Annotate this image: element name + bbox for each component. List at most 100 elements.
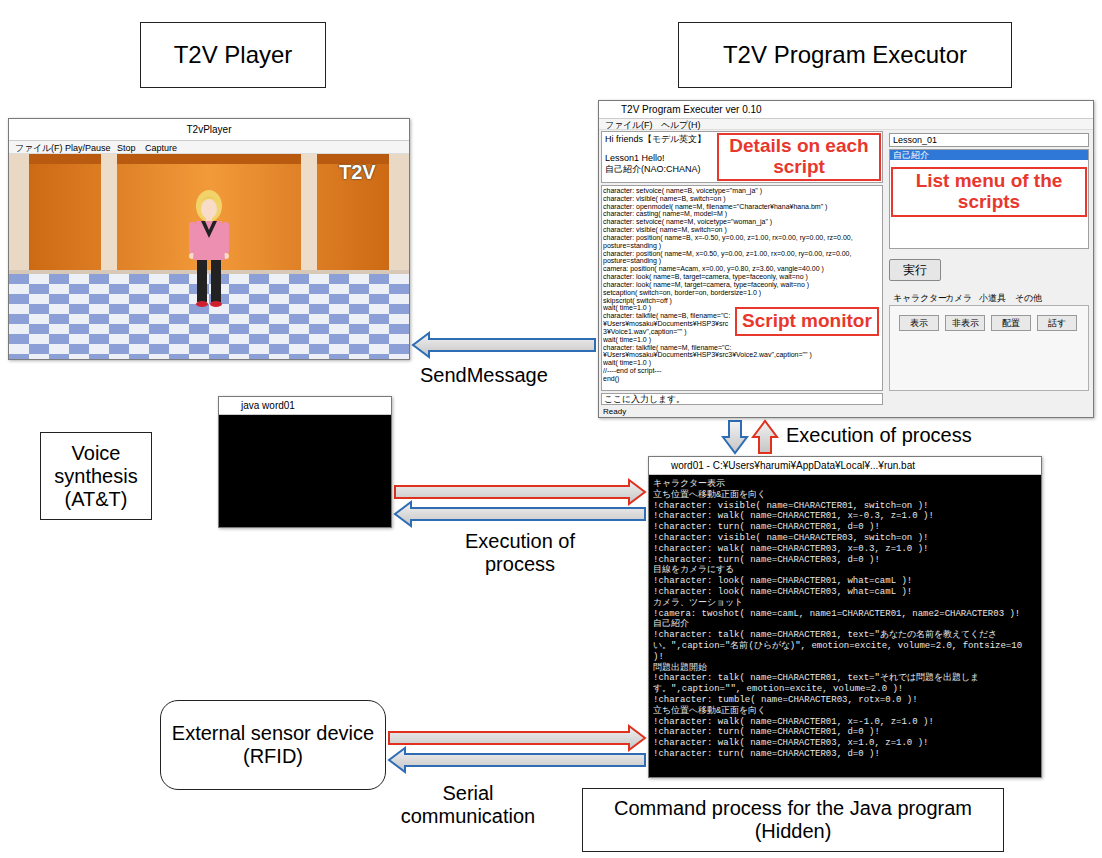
console-window: java word01 [218, 396, 392, 528]
character-fringe [200, 197, 219, 202]
ui-text: 配置 [991, 315, 1031, 331]
ui-text: ヘルプ(H) [661, 120, 701, 130]
device-box: External sensor device (RFID) [160, 700, 386, 790]
ui-text: Stop [117, 143, 136, 153]
script-line: !character: walk( name=CHARACTER01, x=-1… [653, 717, 1037, 728]
script-line: setcaption( switch=on, border=on, border… [603, 289, 881, 297]
script-line: character: setvoice( name=M, voicetype="… [603, 218, 881, 226]
script-line: character: casting( name=M, model=M ) [603, 210, 881, 218]
script-line: !camera: twoshot( name=camL, name1=CHARA… [653, 609, 1037, 620]
script-line: character: setvoice( name=B, voicetype="… [603, 187, 881, 195]
pillar [9, 154, 29, 274]
player-window: T2vPlayerファイル(F)Play/PauseStopCaptureT2V [8, 118, 410, 360]
script-line: !character: walk( name=CHARACTER01, x=-0… [653, 511, 1037, 522]
character-leg [197, 260, 207, 302]
character-collar [201, 221, 217, 238]
text-area: キャラクター表示立ち位置へ移動&正面を向く!character: visible… [653, 479, 1037, 775]
player-scene [9, 154, 409, 359]
ui-text: Lesson_01 [889, 133, 1089, 147]
script-line: skipscript( switch=off ) [603, 297, 881, 305]
script-line: キャラクター表示 [653, 479, 1037, 490]
edge-label: SendMessage [420, 364, 548, 387]
script-line: character: visible( name=M, switch=on ) [603, 226, 881, 234]
title-box: T2V Player [140, 22, 326, 88]
script-line: character: look( name=M, target=camera, … [603, 281, 881, 289]
script-line: character: position( name=B, x=-0.50, y=… [603, 234, 881, 250]
script-line: //----end of script--- [603, 367, 881, 375]
script-line: 目線をカメラにする [653, 565, 1037, 576]
ui-text: Hi friends【モデル英文】 [605, 134, 706, 144]
ui-text: 自己紹介(NAO:CHANA) [605, 164, 701, 174]
script-line: 自己紹介 [653, 619, 1037, 630]
character-face [201, 199, 217, 219]
ui-text: 非表示 [945, 315, 985, 331]
script-line: camera: position( name=Acam, x=0.00, y=0… [603, 265, 881, 273]
ui-text: T2V [339, 161, 376, 184]
script-line: 立ち位置へ移動&正面を向く [653, 490, 1037, 501]
script-line: character: visible( name=B, switch=on ) [603, 195, 881, 203]
character-hair [196, 190, 222, 222]
ui-text: キャラクター [893, 293, 947, 303]
block-arrow [395, 502, 645, 526]
pillar [301, 154, 317, 274]
script-line: end() [603, 375, 881, 383]
block-arrow [723, 421, 747, 453]
baseboard [9, 270, 409, 274]
node-text: T2V Player [174, 41, 293, 69]
script-line: !character: look( name=CHARACTER01, what… [653, 576, 1037, 587]
script-line: カメラ、ツーショット [653, 598, 1037, 609]
ui-text: カメラ [945, 293, 972, 303]
ui-text: 話す [1037, 315, 1077, 331]
script-line: !character: visible( name=CHARACTER03, s… [653, 533, 1037, 544]
ui-text: ここに入力します。 [604, 394, 874, 404]
script-line: !character: talk( name=CHARACTER01, text… [653, 673, 1037, 695]
script-line: wait( time=1.0 ) [603, 359, 881, 367]
edge-label: Execution of process [452, 530, 588, 576]
script-line: 問題出題開始 [653, 663, 1037, 674]
annotation-box: Script monitor [735, 307, 879, 336]
node-text: List menu of the scripts [898, 171, 1080, 213]
text-area: character: setvoice( name=B, voicetype="… [603, 187, 881, 389]
script-line: character: look( name=B, target=camera, … [603, 273, 881, 281]
script-line: !character: tumble( name=CHARACTER03, ro… [653, 695, 1037, 706]
script-line: !character: visible( name=CHARACTER01, s… [653, 501, 1037, 512]
block-arrow [395, 480, 645, 504]
ui-text: ファイル(F) [605, 120, 653, 130]
terminal-window: キャラクター表示立ち位置へ移動&正面を向く!character: visible… [648, 456, 1042, 778]
character-leg [211, 260, 221, 302]
character-shoe [196, 301, 208, 307]
title-box: T2V Program Executor [678, 22, 1012, 88]
ui-text: word01 - C:¥Users¥harumi¥AppData¥Local¥.… [671, 460, 1031, 472]
script-line: character: talkfile( name=M, filename="C… [603, 344, 881, 360]
block-arrow [753, 421, 777, 453]
ui-text: Play/Pause [65, 143, 111, 153]
ui-text: T2V Program Executer ver 0.10 [621, 104, 921, 116]
pillar [389, 154, 409, 274]
script-line: !character: walk( name=CHARACTER03, x=1.… [653, 738, 1037, 749]
process-box: Command process for the Java program (Hi… [582, 788, 1004, 852]
script-line: wait( time=1.0 ) [603, 336, 881, 344]
script-line: 立ち位置へ移動&正面を向く [653, 706, 1037, 717]
character-jacket [193, 221, 225, 260]
edge-label: Serial communication [400, 782, 536, 828]
annotation-box: Details on each script [717, 133, 881, 181]
node-text: Voice synthesis (AT&T) [49, 442, 143, 511]
node-text: External sensor device (RFID) [169, 722, 377, 768]
script-line: character: openmodel( name=M, filename="… [603, 203, 881, 211]
script-line: !character: turn( name=CHARACTER01, d=0 … [653, 727, 1037, 738]
annotation-box: List menu of the scripts [891, 167, 1087, 217]
node-text: Details on each script [724, 136, 874, 178]
node-text: 実行 [903, 262, 927, 279]
character-shoe [210, 301, 222, 307]
script-line: !character: turn( name=CHARACTER03, d=0 … [653, 749, 1037, 760]
ui-text: 表示 [899, 315, 939, 331]
back-wall [9, 154, 409, 274]
node-text: Command process for the Java program (Hi… [591, 797, 995, 843]
executor-window: character: setvoice( name=B, voicetype="… [598, 100, 1094, 418]
edge-label: Execution of process [786, 424, 972, 447]
ui-text: java word01 [241, 400, 295, 412]
ui-text: ファイル(F) [15, 143, 63, 153]
script-line: !character: turn( name=CHARACTER03, d=0 … [653, 555, 1037, 566]
